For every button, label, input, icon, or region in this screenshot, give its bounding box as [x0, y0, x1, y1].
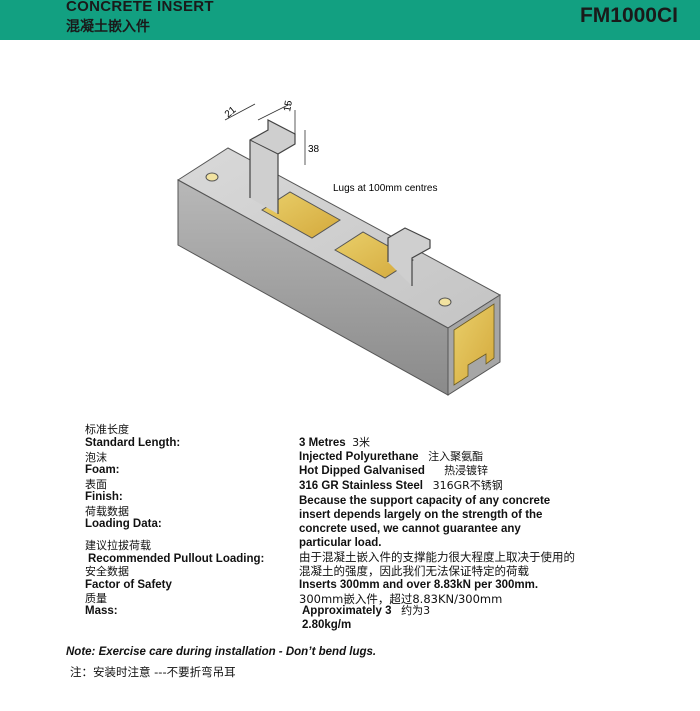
pullout-value: Inserts 300mm and over 8.83kN per 300mm. — [299, 579, 539, 591]
foam-opening-1 — [261, 191, 341, 239]
dim-15: 15 — [282, 99, 295, 112]
finish-label-cn: 表面 — [85, 478, 107, 491]
product-title: CONCRETE INSERT — [66, 0, 214, 15]
pullout-value-cn: 300mm嵌入件，超过8.83KN/300mm — [299, 592, 503, 606]
loading-label: Loading Data: — [85, 518, 162, 530]
finish-value-1: Hot Dipped Galvanised 热浸镀锌 — [299, 464, 489, 477]
pullout-label-cn: 建议拉拔荷载 — [85, 539, 151, 552]
pullout-label: Recommended Pullout Loading: — [88, 553, 265, 565]
installation-note-cn: 注：安装时注意 ---不要折弯吊耳 — [70, 665, 236, 679]
header-bar: CONCRETE INSERT 混凝土嵌入件 FM1000CI — [0, 0, 700, 40]
length-value: 3 Metres 3米 — [299, 436, 371, 449]
length-label-cn: 标准长度 — [85, 423, 129, 436]
loading-label-cn: 荷载数据 — [85, 505, 129, 518]
insert-illustration: 21 15 38 Lugs at 100mm centres — [177, 99, 501, 396]
loading-cn-2: 混凝土的强度，因此我们无法保证特定的荷载 — [299, 564, 529, 578]
mass-label-cn: 质量 — [85, 592, 107, 605]
finish-value-2: 316 GR Stainless Steel 316GR不锈钢 — [299, 479, 503, 492]
loading-line-4: particular load. — [299, 537, 382, 549]
fixing-hole-2 — [438, 297, 452, 307]
product-title-cn: 混凝土嵌入件 — [66, 18, 150, 34]
lugs-note: Lugs at 100mm centres — [333, 183, 438, 194]
foam-value: Injected Polyurethane 注入聚氨酯 — [299, 450, 484, 463]
product-code: FM1000CI — [579, 4, 678, 27]
loading-line-2: insert depends largely on the strength o… — [299, 509, 543, 521]
foam-end — [453, 303, 495, 386]
loading-line-1: Because the support capacity of any conc… — [299, 495, 551, 507]
safety-label-cn: 安全数据 — [85, 565, 129, 578]
length-label: Standard Length: — [85, 437, 181, 449]
safety-label: Factor of Safety — [85, 579, 172, 591]
loading-line-3: concrete used, we cannot guarantee any — [299, 523, 521, 535]
lug-2 — [387, 227, 431, 286]
mass-label: Mass: — [85, 605, 118, 617]
loading-cn-1: 由于混凝土嵌入件的支撑能力很大程度上取决于使用的 — [299, 550, 575, 564]
fixing-hole-1 — [205, 172, 219, 182]
foam-label-cn: 泡沫 — [85, 451, 107, 464]
dim-38: 38 — [308, 144, 320, 155]
dim-21: 21 — [223, 104, 239, 120]
finish-label: Finish: — [85, 491, 123, 503]
lug-1 — [249, 119, 296, 214]
mass-value-2: 2.80kg/m — [302, 619, 352, 631]
mass-value-1: Approximately 3 约为3 — [302, 604, 431, 617]
installation-note: Note: Exercise care during installation … — [66, 646, 377, 658]
foam-label: Foam: — [85, 464, 120, 476]
